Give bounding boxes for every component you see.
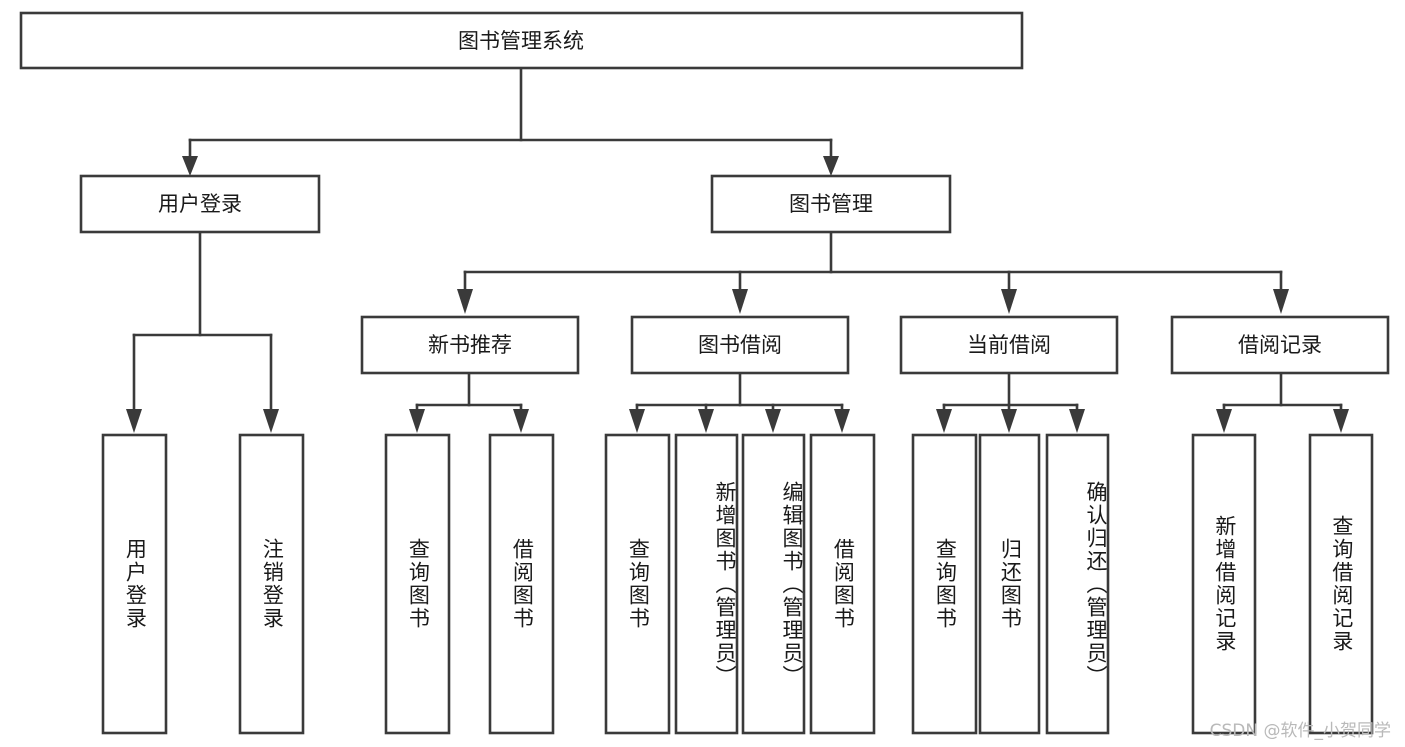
node-borrow-record[interactable] [1170,315,1390,375]
node-leaf-user-login[interactable] [101,433,168,735]
node-user-login-label: 用户登录 [158,192,242,216]
node-borrow-record-label: 借阅记录 [1238,333,1322,357]
node-book-borrow[interactable] [630,315,850,375]
node-new-book-recommend[interactable] [360,315,580,375]
arrowhead-user-login [182,156,198,176]
node-book-manage-label: 图书管理 [789,192,873,216]
node-leaf-add-book[interactable] [674,433,739,735]
node-leaf-query-book-2[interactable] [604,433,671,735]
arrowhead-leaf-query-book-3 [936,409,952,433]
connector-group [126,66,1349,433]
node-book-borrow-label: 图书借阅 [698,333,782,357]
arrowhead-leaf-add-record [1216,409,1232,433]
node-leaf-confirm-return[interactable] [1045,433,1110,735]
arrowhead-leaf-edit-book [765,409,781,433]
node-leaf-return-book[interactable] [978,433,1041,735]
node-leaf-borrow-book-1[interactable] [488,433,555,735]
node-leaf-query-record[interactable] [1308,433,1374,735]
arrowhead-leaf-logout-login [263,409,279,433]
node-leaf-borrow-book-2[interactable] [809,433,876,735]
arrowhead-leaf-confirm-return [1069,409,1085,433]
node-user-login[interactable] [79,174,321,234]
arrowhead-leaf-query-record [1333,409,1349,433]
arrowhead-book-borrow [732,289,748,314]
node-leaf-query-book-3[interactable] [911,433,978,735]
csdn-watermark: CSDN @软件_小贺同学 [1209,721,1391,741]
arrowhead-current-borrow [1001,289,1017,314]
node-current-borrow[interactable] [899,315,1119,375]
node-leaf-logout-login[interactable] [238,433,305,735]
node-leaf-query-book-1[interactable] [384,433,451,735]
arrowhead-borrow-record [1273,289,1289,314]
node-new-book-recommend-label: 新书推荐 [428,333,512,357]
node-group: 图书管理系统 用户登录 图书管理 新书推荐 图书借阅 当前借阅 借阅记录 [19,11,1390,735]
node-current-borrow-label: 当前借阅 [967,333,1051,357]
node-root-label: 图书管理系统 [458,29,584,53]
arrowhead-leaf-borrow-book-1 [513,409,529,433]
arrowhead-new-book-recommend [457,289,473,314]
node-leaf-add-record[interactable] [1191,433,1257,735]
node-leaf-edit-book[interactable] [741,433,806,735]
arrowhead-leaf-add-book [698,409,714,433]
arrowhead-leaf-user-login [126,409,142,433]
arrowhead-leaf-query-book-1 [409,409,425,433]
node-book-manage[interactable] [710,174,952,234]
arrowhead-book-manage [823,156,839,176]
arrowhead-leaf-return-book [1001,409,1017,433]
arrowhead-leaf-query-book-2 [629,409,645,433]
arrowhead-leaf-borrow-book-2 [834,409,850,433]
node-root[interactable] [19,11,1024,70]
